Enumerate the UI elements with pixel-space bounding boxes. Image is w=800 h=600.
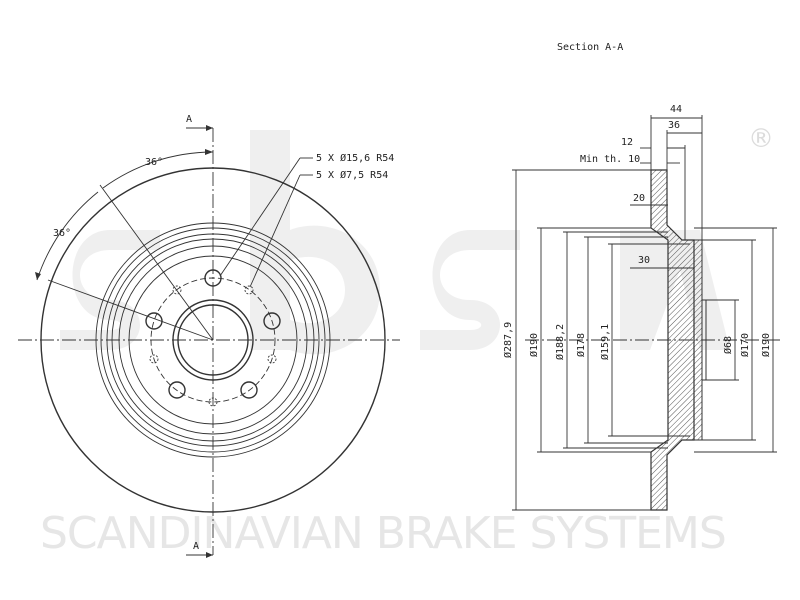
- hat-outer: [118, 245, 308, 435]
- hat-inner: [128, 255, 298, 425]
- dim-44: 44: [670, 104, 682, 115]
- brand-watermark-text: SCANDINAVIAN BRAKE SYSTEMS: [40, 508, 727, 559]
- angle-arc-top: [102, 151, 214, 189]
- dia-68: Ø68: [722, 336, 734, 354]
- section-marker-top: A: [186, 114, 192, 125]
- angle-ray-2: [47, 279, 214, 341]
- hub-bore-inner: [177, 304, 249, 376]
- angle-label-top: 36°: [145, 157, 163, 168]
- friction-ring-inner-4: [111, 238, 315, 442]
- dia-188-2: Ø188,2: [554, 324, 566, 360]
- dim-20: 20: [633, 193, 645, 204]
- angle-ray-1: [99, 184, 214, 341]
- section-title: Section A-A: [557, 42, 623, 53]
- dim-36: 36: [668, 120, 680, 131]
- friction-ring-inner-3: [106, 233, 320, 447]
- dia-287-9: Ø287,9: [502, 322, 514, 358]
- hub-bore-outer: [172, 299, 254, 381]
- bolt-holes-large: [145, 269, 281, 399]
- dim-12: 12: [621, 137, 633, 148]
- disc-outer-edge: [40, 167, 386, 513]
- section-marker-bottom: A: [193, 541, 199, 552]
- hole-note-small: 5 X Ø7,5 R54: [316, 169, 388, 181]
- friction-ring-inner-2: [100, 227, 326, 453]
- disc-cross-section: [650, 169, 695, 511]
- dia-190-right: Ø190: [760, 333, 772, 357]
- registered-mark: ®: [748, 124, 774, 154]
- hub-center: [701, 299, 707, 381]
- angle-label-left: 36°: [53, 228, 71, 239]
- bolt-holes-small: [149, 285, 277, 407]
- dia-170: Ø170: [739, 333, 751, 357]
- min-thickness: Min th. 10: [580, 154, 640, 165]
- dia-159-1: Ø159,1: [599, 324, 611, 360]
- dia-190-left: Ø190: [528, 333, 540, 357]
- angle-arc-left: [36, 191, 99, 281]
- bolt-circle: [150, 277, 276, 403]
- friction-ring-inner-1: [95, 222, 331, 458]
- dia-178: Ø178: [575, 333, 587, 357]
- hub-flange: [693, 239, 703, 441]
- dim-30: 30: [638, 255, 650, 266]
- hole-note-large: 5 X Ø15,6 R54: [316, 152, 394, 164]
